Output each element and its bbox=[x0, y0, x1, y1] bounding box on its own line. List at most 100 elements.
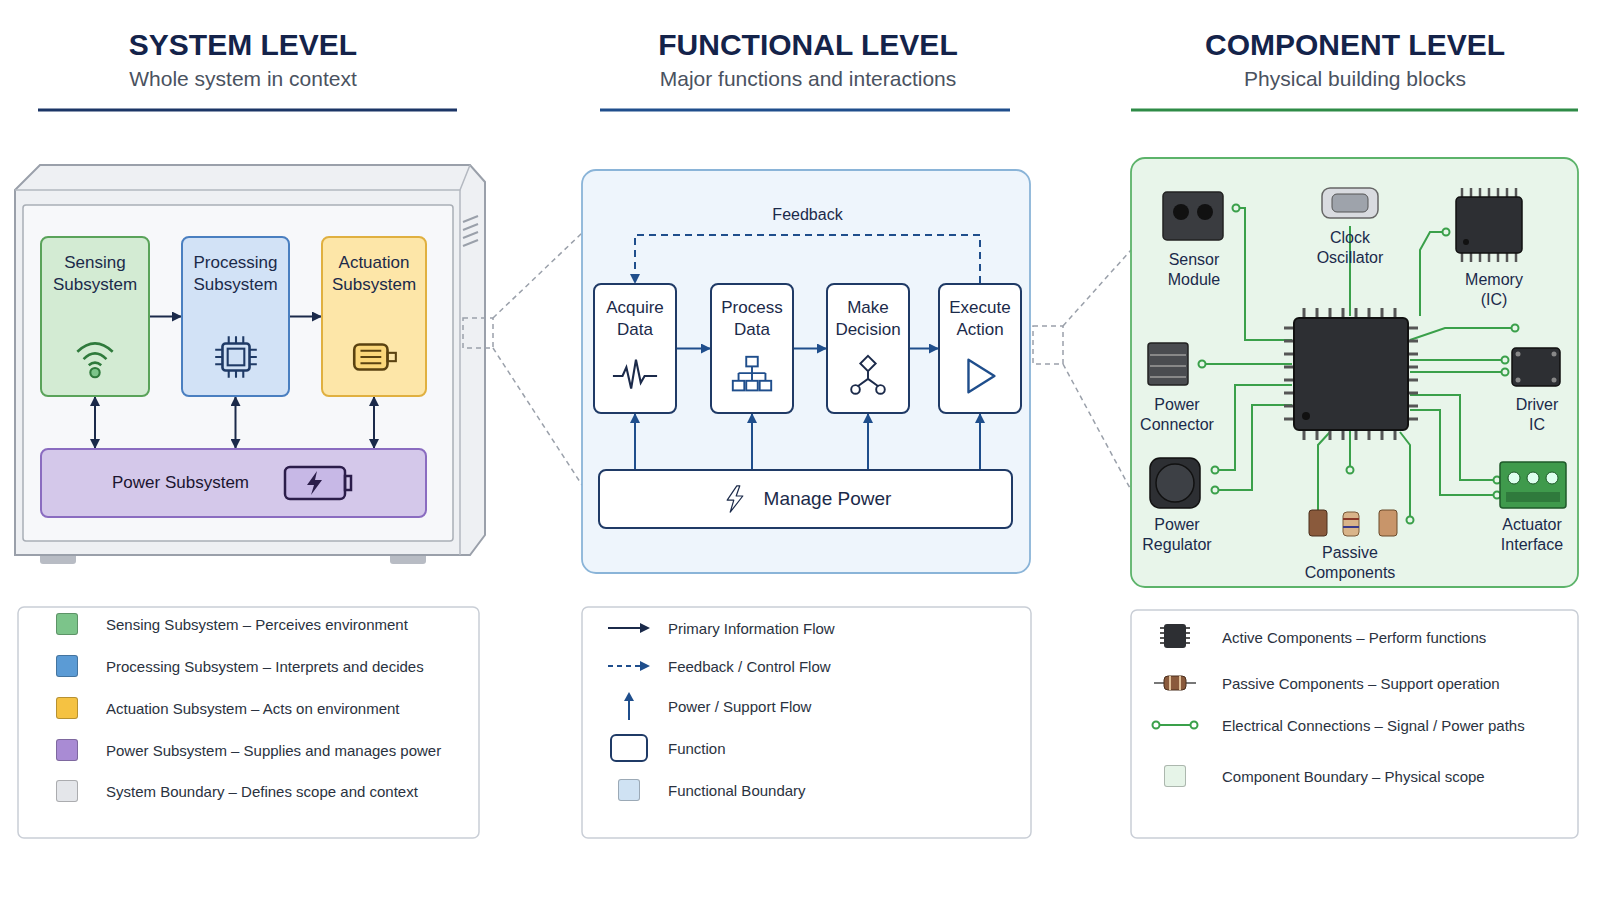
function-box: Manage Power bbox=[598, 469, 1013, 529]
legend-swatch bbox=[56, 739, 78, 761]
legend-sample-box bbox=[42, 651, 92, 681]
component-boundary bbox=[1131, 158, 1578, 587]
legend-text: Function bbox=[668, 740, 726, 757]
legend-row: Power / Support Flow bbox=[604, 691, 811, 721]
legend-row: Sensing Subsystem – Perceives environmen… bbox=[42, 609, 408, 639]
legend-row: Actuation Subsystem – Acts on environmen… bbox=[42, 693, 400, 723]
node-label: Actuation Subsystem bbox=[329, 252, 419, 296]
component-label: Clock Oscillator bbox=[1308, 228, 1392, 268]
battery-icon bbox=[283, 461, 355, 505]
resistor-sample bbox=[1150, 668, 1200, 698]
legend-row: Function bbox=[604, 733, 726, 763]
function-box: Process Data bbox=[710, 283, 794, 414]
legend-swatch bbox=[56, 780, 78, 802]
tree-icon bbox=[728, 352, 776, 400]
chip-icon bbox=[210, 331, 262, 383]
flow-connector bbox=[634, 414, 636, 469]
microcontroller-chip bbox=[1284, 308, 1418, 440]
flow-connector bbox=[910, 348, 938, 350]
column-title: SYSTEM LEVEL bbox=[23, 26, 463, 64]
flow-connector bbox=[150, 316, 181, 318]
legend-frame bbox=[1131, 610, 1578, 838]
legend-text: Processing Subsystem – Interprets and de… bbox=[106, 658, 424, 675]
function-box: Execute Action bbox=[938, 283, 1022, 414]
legend-text: Primary Information Flow bbox=[668, 620, 835, 637]
sensor-module-icon bbox=[1163, 192, 1223, 240]
legend-text: Power / Support Flow bbox=[668, 698, 811, 715]
node-label: Make Decision bbox=[834, 297, 902, 341]
function-box: Make Decision bbox=[826, 283, 910, 414]
column-title: COMPONENT LEVEL bbox=[1135, 26, 1575, 64]
legend-text: Electrical Connections – Signal / Power … bbox=[1222, 717, 1525, 734]
legend-text: Active Components – Perform functions bbox=[1222, 629, 1486, 646]
legend-text: Power Subsystem – Supplies and manages p… bbox=[106, 742, 441, 759]
legend-sample-box bbox=[1150, 622, 1200, 652]
legend-swatch bbox=[56, 697, 78, 719]
node-label: Process Data bbox=[718, 297, 786, 341]
node-label: Manage Power bbox=[764, 487, 892, 512]
legend-sample-box bbox=[42, 609, 92, 639]
legend-frame bbox=[18, 607, 479, 838]
legend-sample-box bbox=[42, 693, 92, 723]
clock-oscillator-icon bbox=[1322, 188, 1378, 218]
column-subtitle: Physical building blocks bbox=[1135, 66, 1575, 92]
bolt-icon bbox=[720, 482, 750, 516]
column-title: FUNCTIONAL LEVEL bbox=[588, 26, 1028, 64]
feedback-connector bbox=[635, 235, 980, 283]
legend-row: Active Components – Perform functions bbox=[1150, 622, 1486, 652]
actuator-interface-icon bbox=[1500, 462, 1566, 508]
legend-sample-box bbox=[604, 613, 654, 643]
wifi-icon bbox=[69, 331, 121, 383]
node-label: Acquire Data bbox=[601, 297, 669, 341]
legend-row: System Boundary – Defines scope and cont… bbox=[42, 776, 418, 806]
subsystem-box: Processing Subsystem bbox=[181, 236, 290, 397]
legend-row: Component Boundary – Physical scope bbox=[1150, 761, 1485, 791]
legend-text: Component Boundary – Physical scope bbox=[1222, 768, 1485, 785]
column-subtitle: Whole system in context bbox=[23, 66, 463, 92]
legend-sample-box bbox=[604, 691, 654, 721]
driver-ic-icon bbox=[1512, 348, 1560, 386]
legend-text: Sensing Subsystem – Perceives environmen… bbox=[106, 616, 408, 633]
flow-connector bbox=[794, 348, 826, 350]
dashed-arrow-sample bbox=[604, 651, 654, 681]
component-label: Sensor Module bbox=[1152, 250, 1236, 290]
header-rule bbox=[600, 109, 1010, 112]
legend-row: Power Subsystem – Supplies and manages p… bbox=[42, 735, 441, 765]
wire-sample bbox=[1150, 710, 1200, 740]
node-label: Sensing Subsystem bbox=[48, 252, 142, 296]
up-arrow-sample bbox=[604, 691, 654, 721]
flow-connector bbox=[290, 316, 321, 318]
motor-icon bbox=[348, 331, 400, 383]
legend-row: Functional Boundary bbox=[604, 775, 806, 805]
legend-text: Passive Components – Support operation bbox=[1222, 675, 1500, 692]
legend-frame bbox=[582, 607, 1031, 838]
decision-icon bbox=[844, 352, 892, 400]
flow-connector bbox=[94, 397, 96, 448]
legend-text: Functional Boundary bbox=[668, 782, 806, 799]
subsystem-box: Power Subsystem bbox=[40, 448, 427, 518]
legend-sample-box bbox=[1150, 710, 1200, 740]
legend-swatch bbox=[56, 613, 78, 635]
legend-sample-box bbox=[604, 651, 654, 681]
solid-arrow-sample bbox=[604, 613, 654, 643]
component-label: Power Regulator bbox=[1135, 515, 1219, 555]
power-connector-icon bbox=[1148, 343, 1188, 385]
flow-connector bbox=[373, 397, 375, 448]
flow-connector bbox=[751, 414, 753, 469]
legend-sample-box bbox=[604, 775, 654, 805]
column-subtitle: Major functions and interactions bbox=[588, 66, 1028, 92]
power-regulator-icon bbox=[1150, 458, 1200, 508]
legend-text: System Boundary – Defines scope and cont… bbox=[106, 783, 418, 800]
node-label: Execute Action bbox=[946, 297, 1014, 341]
legend-swatch bbox=[1164, 765, 1186, 787]
wave-icon bbox=[611, 352, 659, 400]
legend-swatch bbox=[618, 779, 640, 801]
legend-sample-box bbox=[1150, 668, 1200, 698]
node-label: Processing Subsystem bbox=[189, 252, 282, 296]
legend-sample-box bbox=[42, 776, 92, 806]
function-box: Acquire Data bbox=[593, 283, 677, 414]
legend-row: Passive Components – Support operation bbox=[1150, 668, 1500, 698]
flow-connector bbox=[677, 348, 710, 350]
flow-connector bbox=[979, 414, 981, 469]
legend-swatch bbox=[56, 655, 78, 677]
